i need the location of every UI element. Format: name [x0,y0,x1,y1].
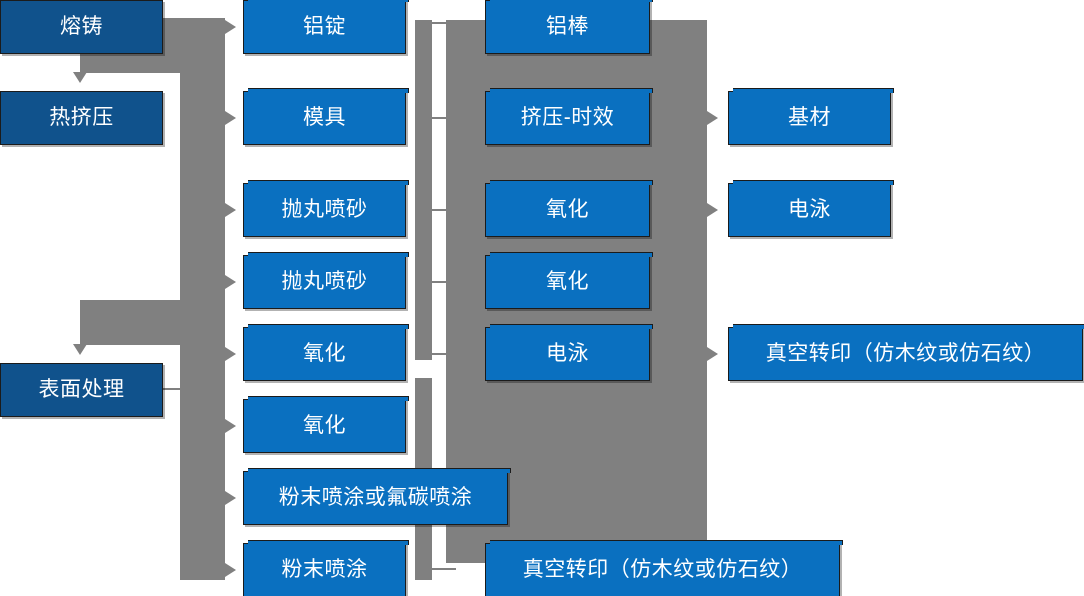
process-box-electrophoresis-1[interactable]: 电泳 [485,324,653,381]
tick-column2-row8 [430,568,456,570]
box-cap [248,88,409,93]
process-box-vacuum-transfer[interactable]: 真空转印（仿木纹或仿石纹） [728,324,1084,381]
process-label-oxidation-3: 氧化 [546,198,589,222]
process-label-base-material: 基材 [788,106,831,130]
process-label-oxidation-1: 氧化 [303,342,346,366]
box-cap [490,540,843,545]
arrow-to-base-material [707,111,718,125]
box-cap [248,0,409,2]
tick-column2-row3 [430,209,456,211]
connector-bridge-melt [160,18,200,38]
process-label-powder-or-fluorocarbon: 粉末喷涂或氟碳喷涂 [278,486,473,510]
process-box-powder-coating[interactable]: 粉末喷涂 [243,540,409,596]
arrow-to-oxidation-2 [225,419,236,433]
stage-box-hot-extrusion[interactable]: 热挤压 [0,91,163,145]
arrow-to-electrophoresis-2 [707,203,718,217]
connector-rail-column2-upper [415,20,432,360]
process-box-mold[interactable]: 模具 [243,88,409,145]
box-cap [733,324,1084,329]
process-label-mold: 模具 [303,106,346,130]
arrow-to-shot-blasting-2 [225,275,236,289]
arrow-to-mold [225,111,236,125]
connector-arrow-to-hot-extrusion [73,72,87,83]
process-label-oxidation-4: 氧化 [546,270,589,294]
connector-arrow-to-surface-treatment [73,344,87,355]
process-box-shot-blasting-1[interactable]: 抛丸喷砂 [243,180,409,237]
box-cap [733,180,894,185]
arrow-to-vacuum-transfer [707,347,718,361]
box-cap [490,88,653,93]
box-cap [490,252,653,257]
stage-box-surface-treatment[interactable]: 表面处理 [0,363,163,417]
tick-column2-row1 [430,22,456,24]
arrow-to-shot-blasting-1 [225,203,236,217]
box-cap [248,468,511,473]
process-box-extrusion-aging[interactable]: 挤压-时效 [485,88,653,145]
process-label-oxidation-2: 氧化 [303,414,346,438]
process-box-aluminum-ingot[interactable]: 铝锭 [243,0,409,54]
process-label-powder-coating: 粉末喷涂 [281,558,368,582]
process-box-shot-blasting-2[interactable]: 抛丸喷砂 [243,252,409,309]
stage-label-surface-treatment: 表面处理 [38,378,125,402]
process-label-aluminum-bar: 铝棒 [546,15,589,39]
arrow-to-powder-or-fluorocarbon [225,491,236,505]
stage-label-melt-cast: 熔铸 [60,15,103,39]
arrow-to-oxidation-1 [225,347,236,361]
box-cap [490,324,653,329]
connector-trunk-column2 [180,18,225,580]
process-label-shot-blasting-1: 抛丸喷砂 [281,198,368,222]
box-cap [248,180,409,185]
process-box-oxidation-2[interactable]: 氧化 [243,396,409,453]
process-box-base-material[interactable]: 基材 [728,88,894,145]
process-box-oxidation-3[interactable]: 氧化 [485,180,653,237]
arrow-to-powder-coating [225,563,236,577]
tick-column2-row2 [430,117,456,119]
process-box-aluminum-bar[interactable]: 铝棒 [485,0,653,54]
process-box-oxidation-1[interactable]: 氧化 [243,324,409,381]
process-box-powder-or-fluorocarbon[interactable]: 粉末喷涂或氟碳喷涂 [243,468,511,525]
arrow-to-aluminum-ingot [225,20,236,34]
box-cap [248,396,409,401]
process-label-extrusion-aging: 挤压-时效 [520,106,615,130]
box-cap [490,180,653,185]
process-box-vacuum-transfer-bottom[interactable]: 真空转印（仿木纹或仿石纹） [485,540,843,596]
box-cap [248,540,409,545]
process-label-vacuum-transfer: 真空转印（仿木纹或仿石纹） [765,342,1046,366]
tick-column2-row4 [430,281,456,283]
tick-column2-row5 [430,353,456,355]
process-label-shot-blasting-2: 抛丸喷砂 [281,270,368,294]
box-cap [248,252,409,257]
process-box-oxidation-4[interactable]: 氧化 [485,252,653,309]
box-cap [490,0,653,2]
process-box-electrophoresis-2[interactable]: 电泳 [728,180,894,237]
box-cap [248,324,409,329]
stage-label-hot-extrusion: 热挤压 [49,106,114,130]
process-label-aluminum-ingot: 铝锭 [303,15,346,39]
connector-trunk-surface-upper [80,300,180,345]
box-cap [733,88,894,93]
process-label-electrophoresis-1: 电泳 [546,342,589,366]
connector-line-surface-to-trunk [163,388,193,390]
process-label-vacuum-transfer-bottom: 真空转印（仿木纹或仿石纹） [522,558,803,582]
stage-box-melt-cast[interactable]: 熔铸 [0,0,163,54]
process-label-electrophoresis-2: 电泳 [788,198,831,222]
